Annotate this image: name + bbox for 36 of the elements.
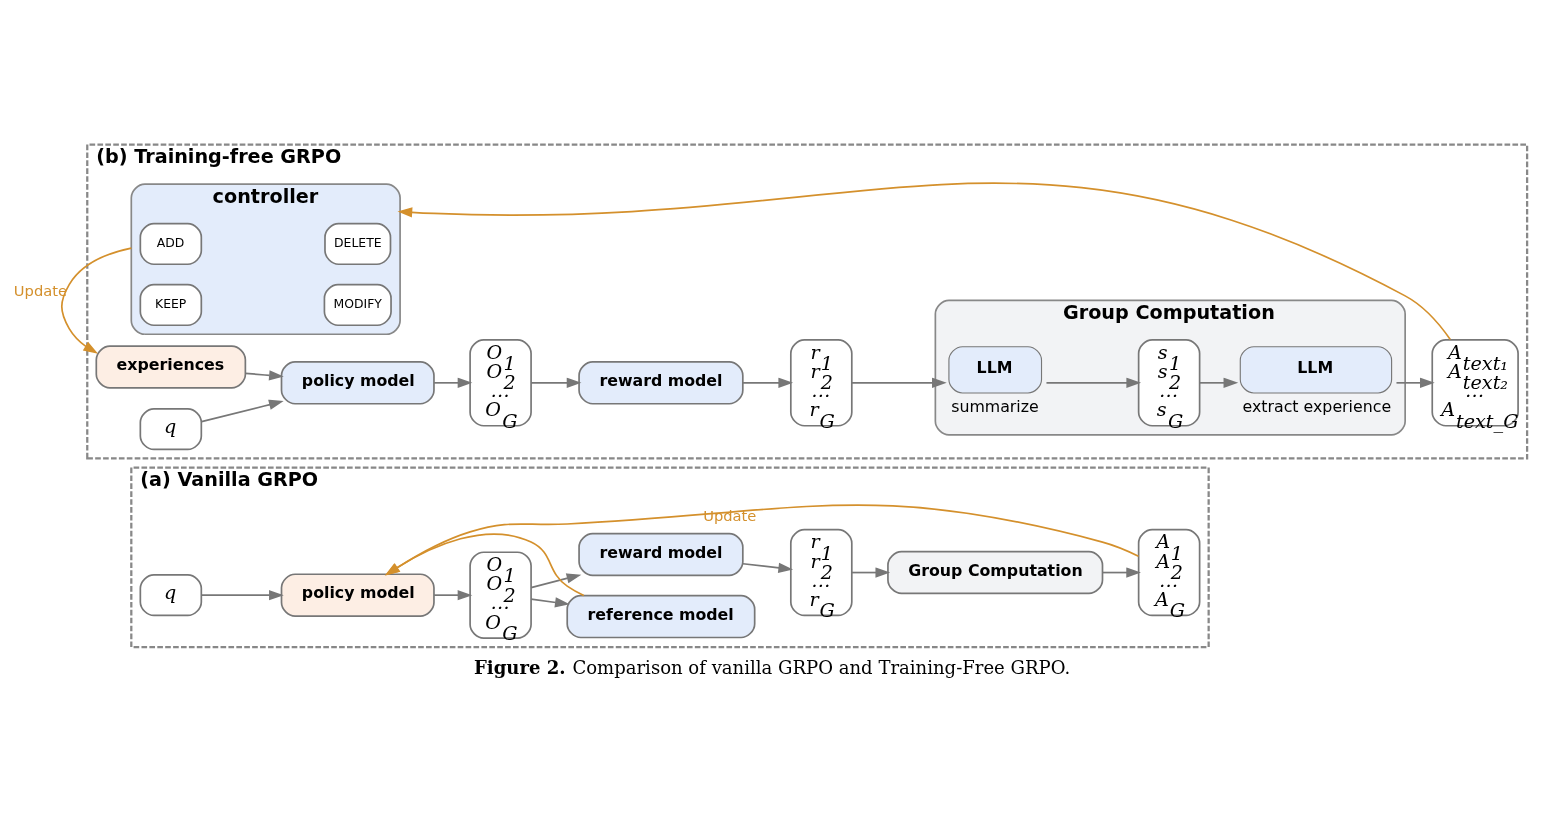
arrow [851,377,947,388]
arrow [1045,377,1142,388]
arrow [433,377,473,388]
node-box: reward model [578,360,744,405]
arrow [1395,377,1435,388]
node-box: Group Computation [887,550,1104,594]
caption: Figure 2. Comparison of vanilla GRPO and Training-Free GRPO. [474,656,1071,678]
node-box: policy model [280,572,435,617]
arrow [200,399,284,423]
node-box: KEEP [139,283,203,326]
node-box: DELETE [324,222,392,265]
node-label: summarize [951,396,1039,416]
arrow [742,562,794,573]
arrow [742,377,794,388]
arrow [851,566,891,578]
arrow [244,369,284,380]
arrow [1101,566,1141,578]
arrow [530,596,570,607]
arrow [200,589,284,600]
arrow [1199,377,1239,388]
node-box: reference model [566,594,756,638]
node-label: extract experience [1242,396,1392,416]
node-box: experiences [95,344,247,389]
node-box: reward model [578,532,744,576]
arrow [60,246,133,354]
node-box: q [139,573,203,616]
edge-label: Update [13,281,67,299]
arrow [397,181,1452,340]
arrow [433,589,473,600]
arrow [530,572,582,588]
node-box: policy model [280,360,435,405]
node-box: q [139,407,203,450]
node-box: ADD [139,222,203,265]
node-box: MODIFY [323,283,392,326]
edge-label: Update [703,506,757,524]
arrow [530,377,582,388]
